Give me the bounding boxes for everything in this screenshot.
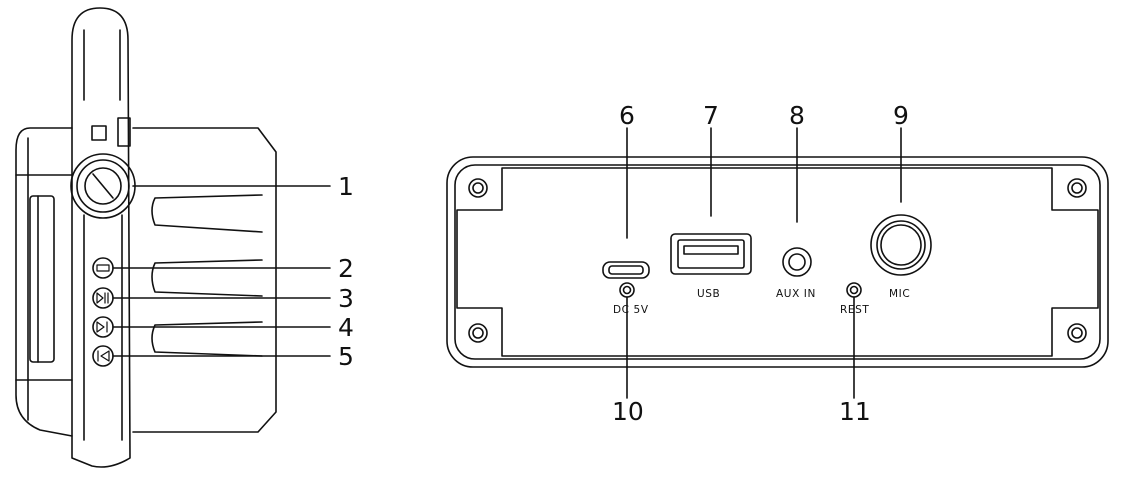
- volume-knob-ring: [76, 159, 130, 213]
- previous-track-button[interactable]: [92, 345, 114, 367]
- usb-port-inner: [677, 239, 745, 269]
- play-pause-icon: [96, 292, 109, 304]
- handle-strap: [71, 7, 131, 468]
- volume-knob-inner: [84, 167, 122, 205]
- callout-11: 11: [839, 397, 871, 426]
- usb-port-label: USB: [697, 288, 720, 300]
- screw-bottom-left: [468, 323, 488, 343]
- callout-3: 3: [338, 284, 354, 313]
- front-grille-frame: [29, 195, 55, 363]
- next-track-icon: [96, 321, 108, 333]
- dc-port[interactable]: [602, 261, 650, 279]
- speaker-body-right: [132, 127, 277, 433]
- strap-clip: [91, 125, 107, 141]
- vent-slot-3: [151, 321, 263, 357]
- mode-button[interactable]: [92, 257, 114, 279]
- vent-slot-1: [151, 194, 263, 233]
- dc-port-label: DC 5V: [613, 304, 649, 316]
- callout-8: 8: [789, 101, 805, 130]
- callout-5: 5: [338, 342, 354, 371]
- mode-icon: [96, 264, 110, 272]
- aux-in-label: AUX IN: [776, 288, 816, 300]
- reset-label: REST: [840, 304, 869, 316]
- rear-panel-outer-2: [454, 164, 1101, 360]
- callout-4: 4: [338, 313, 354, 342]
- callout-7: 7: [703, 101, 719, 130]
- callout-9: 9: [893, 101, 909, 130]
- dc-indicator: [619, 282, 635, 298]
- reset-button[interactable]: [846, 282, 862, 298]
- mic-jack-inner: [880, 224, 922, 266]
- vent-slot-2: [151, 259, 263, 297]
- rear-panel-outer: [446, 156, 1109, 368]
- rear-panel-inner: [456, 167, 1099, 357]
- strap-buckle: [117, 117, 131, 147]
- callout-6: 6: [619, 101, 635, 130]
- mic-label: MIC: [889, 288, 910, 300]
- aux-in-jack[interactable]: [782, 247, 812, 277]
- screw-top-right: [1067, 178, 1087, 198]
- dc-indicator-inner: [622, 285, 632, 295]
- mic-jack[interactable]: [870, 214, 932, 276]
- callout-2: 2: [338, 254, 354, 283]
- callout-1: 1: [338, 172, 354, 201]
- mic-jack-ring: [876, 220, 926, 270]
- side-view: [15, 7, 331, 468]
- speaker-body-outline: [15, 127, 73, 437]
- screw-bottom-right: [1067, 323, 1087, 343]
- rear-panel: [446, 127, 1109, 399]
- dc-port-inner: [608, 265, 644, 275]
- screw-top-left: [468, 178, 488, 198]
- aux-in-jack-inner: [788, 253, 806, 271]
- callout-10: 10: [612, 397, 644, 426]
- usb-port-tongue: [683, 245, 739, 255]
- reset-button-inner: [849, 285, 859, 295]
- usb-port[interactable]: [670, 233, 752, 275]
- volume-knob-grip: [92, 173, 114, 199]
- previous-track-icon: [97, 350, 110, 362]
